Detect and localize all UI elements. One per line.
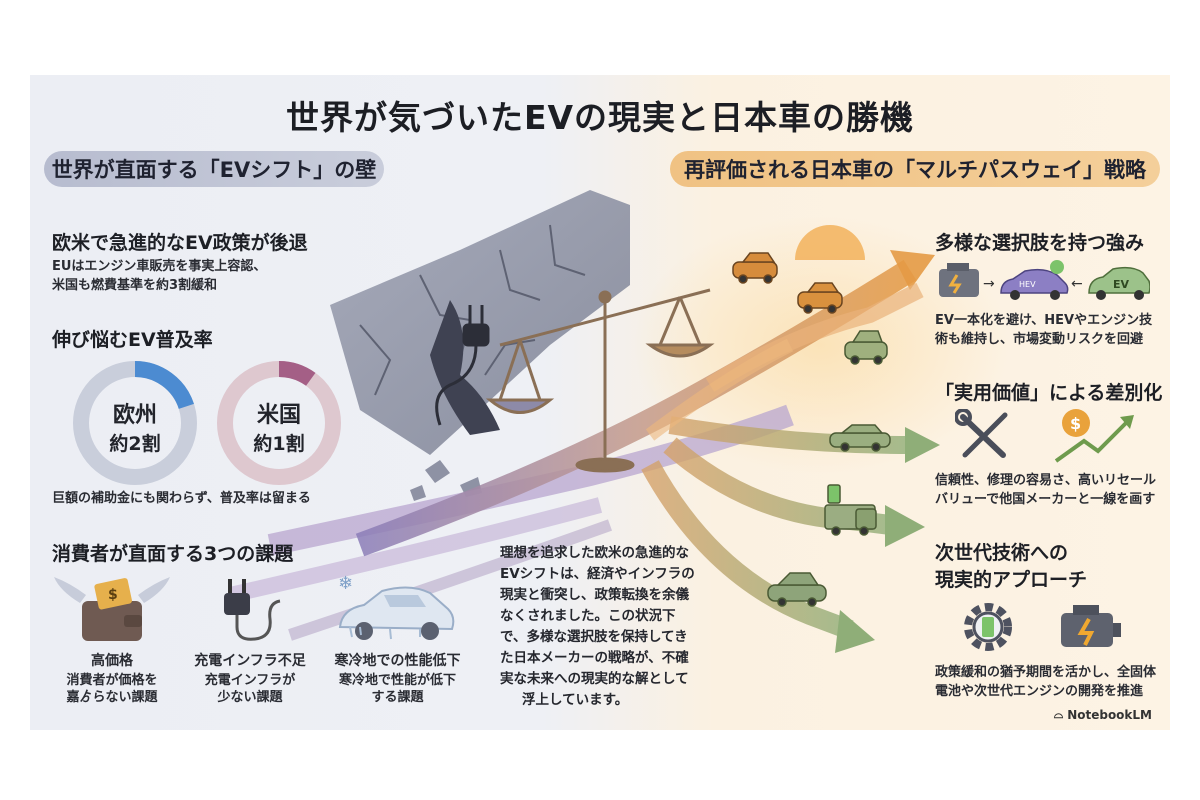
balance-scale-icon	[485, 288, 715, 473]
car-icon	[732, 252, 778, 284]
plug-icon	[435, 305, 490, 426]
engine-bolt-icon	[1061, 605, 1121, 647]
page-title: 世界が気づいたEVの現実と日本車の勝機	[285, 98, 915, 137]
ev-badge: EV	[1113, 278, 1130, 291]
car-icon	[767, 572, 827, 607]
adoption-rings	[73, 361, 341, 485]
issue-2-line2: 少ない課題	[217, 690, 283, 705]
ev-car-icon	[1088, 266, 1150, 300]
battery-gear-icon	[964, 603, 1012, 651]
charging-plug-icon	[224, 579, 281, 641]
text-ev-policy-2: 米国も燃費基準を約3割緩和	[52, 278, 218, 293]
ring-chart-us	[217, 361, 341, 485]
truck-icon	[824, 484, 877, 536]
ring-eu-name: 欧州	[112, 403, 157, 428]
notebooklm-logo-icon: ⌓	[1053, 707, 1064, 721]
issue-1-line2: 嘉ゟらない課題	[66, 690, 158, 705]
powertrain-options-icon: → HEV ← EV	[939, 260, 1150, 300]
ring-us-arc	[217, 361, 341, 485]
issue-2-title: 充電インフラ不足	[194, 653, 306, 669]
svg-text:$: $	[108, 587, 118, 603]
issue-2-line1: 充電インフラが	[204, 673, 296, 688]
section-banner-left: 世界が直面する「EVシフト」の壁	[44, 151, 384, 187]
text-nextgen-1: 政策緩和の猶予期間を活かし、全固体	[935, 665, 1157, 680]
issue-3-line2: する課題	[371, 690, 424, 705]
car-icon	[797, 282, 843, 314]
ring-us-name: 米国	[256, 403, 301, 428]
text-practical-value-1: 信頼性、修理の容易さ、高いリセール	[935, 473, 1157, 488]
center-line: なくされました。この状況下	[500, 608, 676, 624]
car-icon	[844, 330, 888, 365]
engine-icon	[939, 263, 979, 297]
resale-value-growth-icon: $	[1054, 409, 1134, 463]
text-diverse-options-1: EV一本化を避け、HEVやエンジン技	[935, 313, 1153, 328]
heading-consumer-issues: 消費者が直面する3つの課題	[52, 543, 294, 565]
wrench-screwdriver-icon	[955, 409, 1008, 458]
text-ev-policy-1: EUはエンジン車販売を事実上容認、	[52, 259, 267, 274]
svg-text:→: →	[983, 276, 995, 292]
broken-wall-icon	[330, 190, 630, 501]
center-line: 浮上しています。	[522, 692, 629, 708]
ring-us-value: 約1割	[253, 433, 305, 455]
infographic: 世界が気づいたEVの現実と日本車の勝機 世界が直面する「EVシフト」の壁 再評価…	[30, 75, 1170, 730]
center-line: た日本メーカーの戦略が、不確	[500, 650, 689, 666]
text-practical-value-2: バリューで他国メーカーと一線を画す	[935, 492, 1156, 507]
issue-1-line1: 消費者が価格を	[66, 673, 158, 688]
frozen-car-icon: ❄	[338, 573, 455, 640]
road-illustration	[228, 190, 940, 653]
ring-eu-value: 約2割	[109, 433, 161, 455]
svg-text:❄: ❄	[338, 573, 353, 594]
center-summary: 理想を追求した欧米の急進的な EVシフトは、経済やインフラの 現実と衝突し、政策…	[500, 543, 730, 711]
svg-text:$: $	[1070, 414, 1081, 433]
text-diverse-options-2: 術も維持し、市場変動リスクを回避	[935, 332, 1144, 347]
heading-nextgen-1: 次世代技術への	[935, 542, 1069, 564]
heading-practical-value: 「実用価値」による差別化	[935, 382, 1163, 404]
heading-diverse-options: 多様な選択肢を持つ強み	[935, 232, 1145, 254]
issue-3-title: 寒冷地での性能低下	[334, 653, 461, 669]
section-banner-right: 再評価される日本車の「マルチパスウェイ」戦略	[670, 151, 1160, 187]
winged-wallet-icon: $	[54, 577, 170, 641]
issue-3-line1: 寒冷地で性能が低下	[338, 673, 456, 688]
hev-car-icon	[1000, 260, 1069, 300]
heading-nextgen-2: 現実的アプローチ	[935, 569, 1088, 591]
center-line: で、多様な選択肢を保持してき	[500, 629, 688, 645]
ring-chart-eu	[73, 361, 197, 485]
center-line: EVシフトは、経済やインフラの	[500, 566, 695, 582]
heading-ev-adoption: 伸び悩むEV普及率	[52, 329, 213, 351]
text-nextgen-2: 電池や次世代エンジンの開発を推進	[935, 684, 1144, 699]
svg-text:←: ←	[1071, 276, 1083, 292]
ring-eu-arc	[73, 361, 197, 485]
car-icon	[829, 424, 891, 452]
center-line: 理想を追求した欧米の急進的な	[500, 545, 689, 561]
text-adoption-note: 巨額の補助金にも関わらず、普及率は留まる	[52, 491, 311, 506]
center-line: 現実と衝突し、政策転換を余儀	[500, 587, 689, 603]
center-line: 実な未来への現実的な解として	[500, 671, 689, 687]
issue-1-title: 高価格	[91, 653, 133, 669]
heading-ev-policy-retreat: 欧米で急進的なEV政策が後退	[52, 232, 308, 254]
notebooklm-brand: ⌓ NotebookLM	[1054, 707, 1152, 722]
hev-badge: HEV	[1019, 280, 1036, 289]
brand-label: NotebookLM	[1067, 707, 1152, 722]
